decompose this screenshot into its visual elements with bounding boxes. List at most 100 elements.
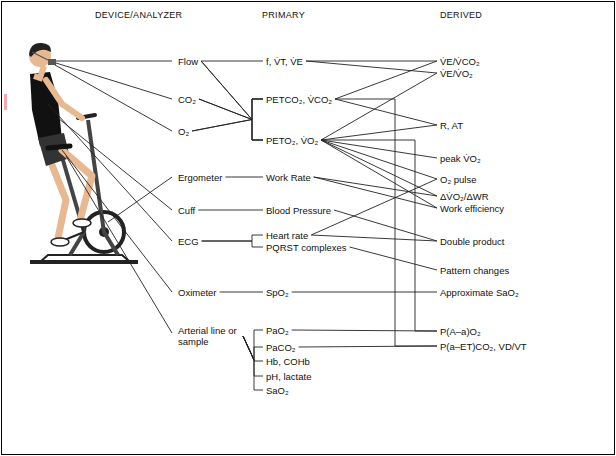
node-text: PETO₂, V̇O₂: [266, 135, 318, 146]
node-text: PaCO₂: [266, 342, 296, 353]
node-text: Work efficiency: [440, 203, 504, 214]
primary-measure: f, V̇T, V̇E: [264, 56, 305, 67]
device-label: ECG: [176, 236, 201, 247]
primary-measure: pH, lactate: [264, 371, 313, 382]
device-label: Ergometer: [176, 172, 224, 183]
primary-measure: SaO₂: [264, 385, 291, 396]
primary-measure: Heart rate: [264, 230, 310, 241]
connector-line: [243, 330, 263, 360]
primary-measure: Blood Pressure: [264, 205, 333, 216]
derived-value: V̇E/V̇O₂: [438, 68, 475, 79]
node-text: Approximate SaO₂: [440, 287, 519, 298]
node-text: Oximeter: [178, 287, 217, 298]
connector-line: [321, 140, 437, 331]
cyclist-figure: [29, 43, 138, 262]
edge-mark: [4, 94, 7, 110]
connector-line: [311, 235, 437, 241]
node-text: peak V̇O₂: [440, 153, 481, 164]
connector-line: [299, 346, 437, 347]
device-label: Cuff: [176, 205, 197, 216]
primary-measure: PaO₂: [264, 325, 291, 336]
derived-value: P(A–a)O₂: [438, 326, 483, 337]
connector-line: [199, 99, 263, 120]
node-text: V̇E/V̇O₂: [440, 68, 473, 79]
node-text: SaO₂: [266, 385, 289, 396]
connector-line: [198, 210, 263, 211]
node-text: Flow: [178, 56, 198, 67]
connector-line: [306, 61, 437, 62]
node-text: Heart rate: [266, 230, 308, 241]
node-text: Cuff: [178, 205, 195, 216]
node-text: PQRST complexes: [266, 242, 347, 253]
connector-line: [314, 177, 437, 208]
connector-line: [321, 140, 437, 179]
node-text: Hb, COHb: [266, 356, 310, 367]
node-text: ΔV̇O₂/ΔWR: [440, 191, 489, 202]
node-text: Pattern changes: [440, 265, 509, 276]
derived-value: Work efficiency: [438, 203, 506, 214]
leader-lines: [48, 61, 172, 333]
node-text: Arterial line or sample: [178, 325, 240, 347]
node-text: PaO₂: [266, 325, 289, 336]
node-text: SpO₂: [266, 287, 289, 298]
node-text: ECG: [178, 236, 199, 247]
derived-value: Approximate SaO₂: [438, 287, 521, 298]
connector-line: [220, 292, 263, 293]
connector-line: [292, 330, 437, 331]
connector-line: [201, 61, 263, 62]
node-text: O₂: [178, 126, 189, 137]
node-text: pH, lactate: [266, 371, 311, 382]
connector-line: [321, 140, 437, 158]
device-label: Arterial line or sample: [176, 325, 242, 347]
connector-line: [335, 61, 437, 99]
node-text: P(a–ET)CO₂, VD/VT: [440, 341, 527, 352]
node-text: PETCO₂, V̇CO₂: [266, 94, 332, 105]
node-text: f, V̇T, V̇E: [266, 56, 303, 67]
derived-value: V̇E/V̇CO₂: [438, 56, 482, 67]
connector-line: [321, 140, 437, 196]
device-label: Flow: [176, 56, 200, 67]
node-text: P(A–a)O₂: [440, 326, 481, 337]
primary-measure: SpO₂: [264, 287, 291, 298]
device-label: CO₂: [176, 94, 198, 105]
node-text: Double product: [440, 236, 504, 247]
connector-line: [202, 235, 263, 241]
connector-line: [292, 292, 437, 293]
connector-line: [306, 61, 437, 73]
node-text: O₂ pulse: [440, 174, 476, 185]
node-text: Blood Pressure: [266, 205, 331, 216]
connector-line: [199, 99, 263, 140]
node-text: Work Rate: [266, 172, 311, 183]
connector-line: [201, 61, 263, 120]
node-text: CO₂: [178, 94, 196, 105]
node-text: R, AT: [440, 120, 463, 131]
connector-line: [334, 210, 437, 241]
connector-line: [321, 140, 437, 208]
derived-value: R, AT: [438, 120, 465, 131]
connector-line: [243, 336, 263, 360]
connector-line: [314, 177, 437, 196]
derived-value: Double product: [438, 236, 506, 247]
primary-measure: PETO₂, V̇O₂: [264, 135, 320, 146]
connector-line: [201, 61, 263, 140]
connector-line: [243, 336, 263, 390]
device-label: O₂: [176, 126, 191, 137]
primary-measure: Work Rate: [264, 172, 313, 183]
derived-value: ΔV̇O₂/ΔWR: [438, 191, 491, 202]
primary-measure: Hb, COHb: [264, 356, 312, 367]
derived-value: peak V̇O₂: [438, 153, 483, 164]
derived-value: O₂ pulse: [438, 174, 478, 185]
column-heading: PRIMARY: [262, 10, 305, 21]
primary-measure: PQRST complexes: [264, 242, 349, 253]
primary-measure: PETCO₂, V̇CO₂: [264, 94, 334, 105]
derived-value: Pattern changes: [438, 265, 511, 276]
connector-line: [202, 241, 263, 247]
connector-line: [321, 125, 437, 140]
derived-value: P(a–ET)CO₂, VD/VT: [438, 341, 529, 352]
device-label: Oximeter: [176, 287, 219, 298]
connector-line: [192, 120, 263, 141]
